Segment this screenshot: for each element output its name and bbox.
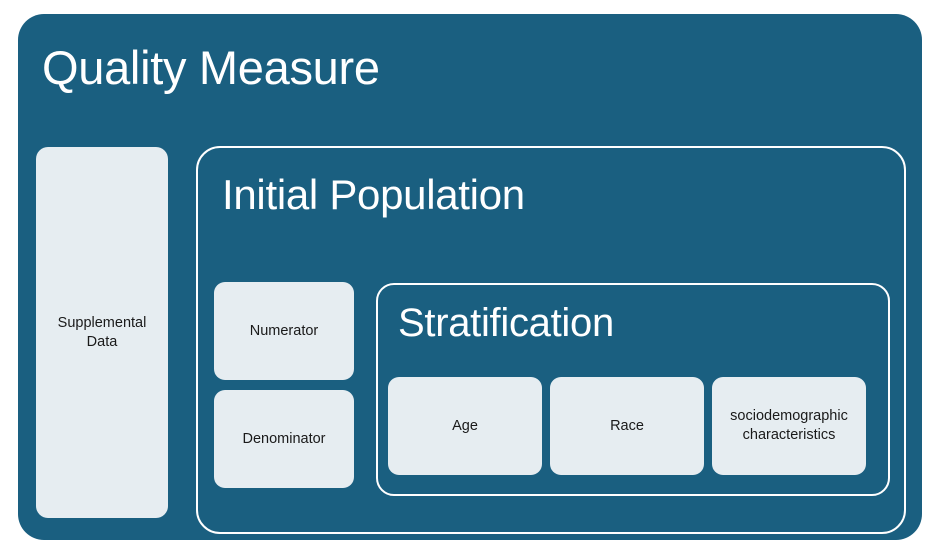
stratification-card-sociodemographic: sociodemographic characteristics [712,377,866,475]
race-label: Race [610,417,644,434]
stratification-card-race: Race [550,377,704,475]
stratification-title: Stratification [398,301,614,345]
denominator-card: Denominator [214,390,354,488]
numerator-card: Numerator [214,282,354,380]
numerator-label: Numerator [249,322,319,339]
stratification-container: Stratification Age Race sociodemographic… [376,283,890,496]
measure-cards-column: Numerator Denominator [214,282,354,488]
quality-measure-container: Quality Measure Supplemental Data Initia… [18,14,922,540]
initial-population-container: Initial Population Numerator Denominator… [196,146,906,534]
age-label: Age [452,417,478,434]
denominator-label: Denominator [242,430,326,447]
supplemental-data-label: Supplemental Data [57,314,147,350]
quality-measure-title: Quality Measure [42,41,380,94]
stratification-cards: Age Race sociodemographic characteristic… [388,377,866,475]
stratification-card-age: Age [388,377,542,475]
initial-population-title: Initial Population [222,171,525,218]
sociodemographic-characteristics-label: sociodemographic characteristics [730,408,848,443]
supplemental-data-card: Supplemental Data [36,147,168,518]
